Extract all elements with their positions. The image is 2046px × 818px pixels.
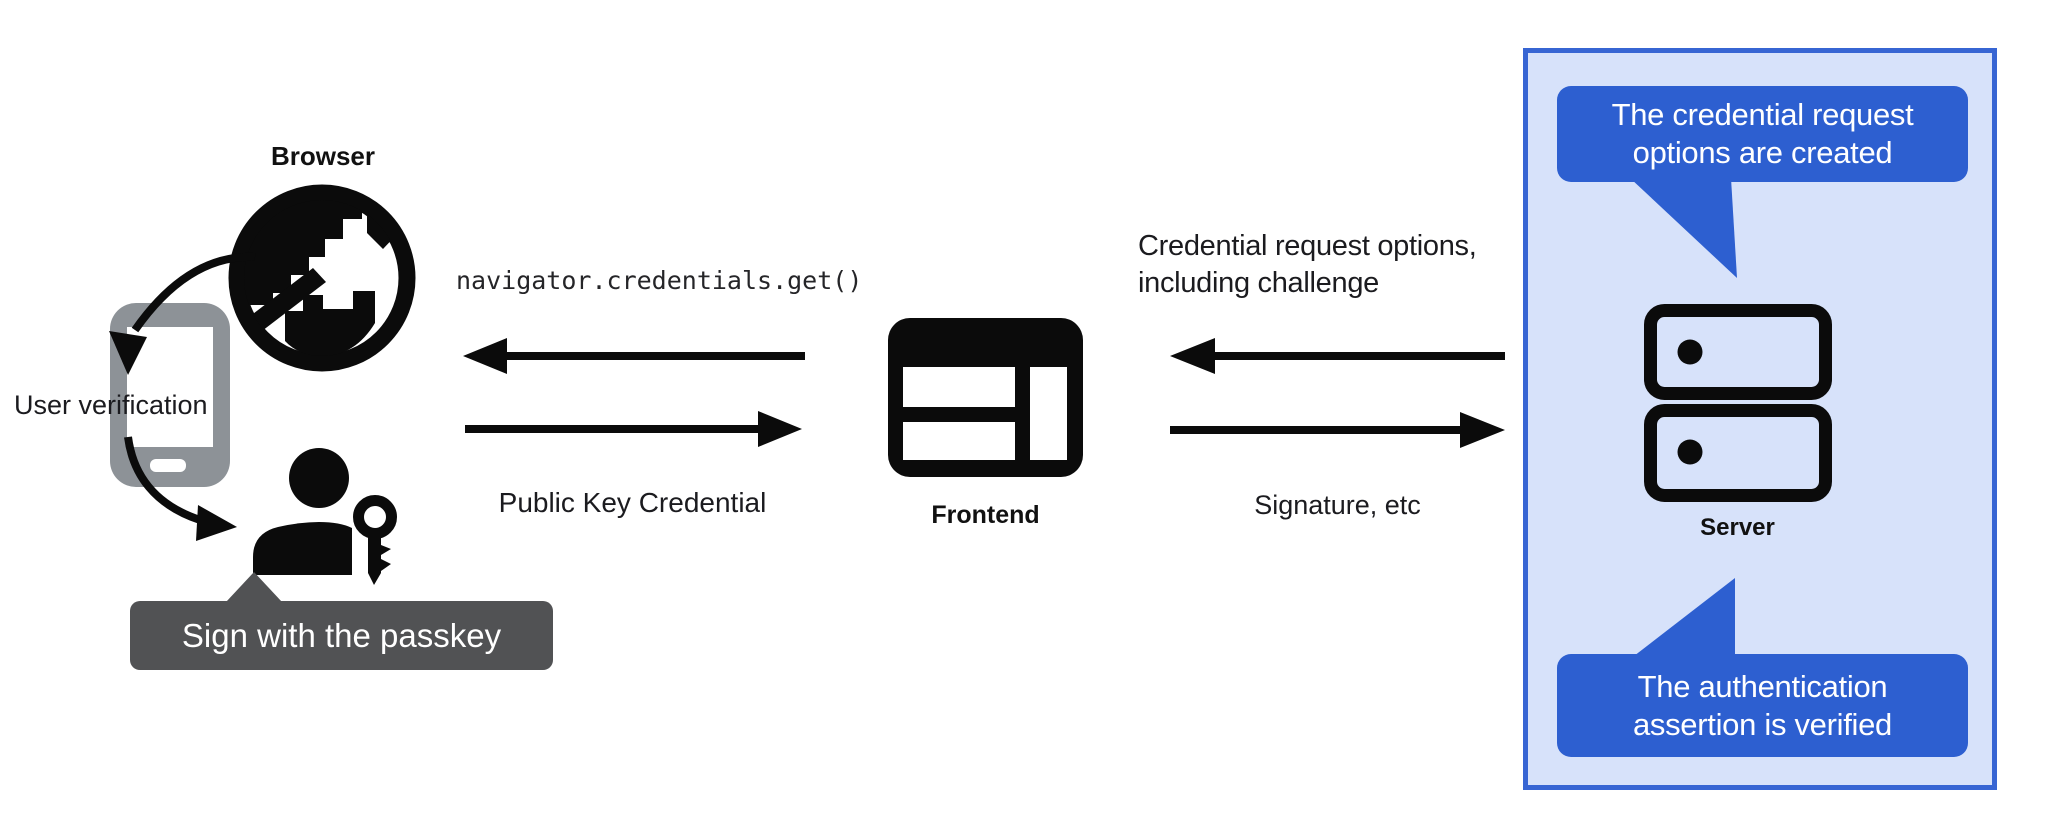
browser-label: Browser (270, 141, 376, 171)
arrow-browser-to-frontend (465, 411, 802, 447)
arrow-frontend-to-server (1170, 412, 1505, 448)
curved-arrow-globe-to-phone (109, 252, 256, 375)
arrow-frontend-to-browser (463, 338, 805, 374)
assertion-verified-bubble: The authentication assertion is verified (1557, 654, 1968, 757)
curved-arrow-phone-to-person (124, 436, 237, 541)
signature-etc-label: Signature, etc (1254, 490, 1421, 520)
credential-options-created-bubble-text: The credential request options are creat… (1611, 97, 1914, 170)
browser-window-icon (888, 318, 1083, 477)
speech-tail-bottom (1634, 578, 1735, 656)
server-label: Server (1700, 514, 1775, 541)
assertion-verified-bubble-text: The authentication assertion is verified (1632, 668, 1893, 742)
public-key-credential-label: Public Key Credential (498, 487, 767, 518)
navigator-credentials-code-label: navigator.credentials.get() (456, 266, 863, 295)
person-with-passkey-icon (253, 448, 397, 585)
credential-request-options-label: Credential request options, including ch… (1138, 230, 1477, 299)
arrow-server-to-frontend (1170, 338, 1505, 374)
sign-with-passkey-tooltip: Sign with the passkey (130, 572, 553, 670)
sign-with-passkey-tooltip-text: Sign with the passkey (181, 616, 502, 654)
server-stack-icon (1644, 304, 1832, 502)
user-verification-label: User verification (14, 390, 208, 420)
frontend-label: Frontend (931, 501, 1040, 529)
speech-tail-top (1630, 178, 1737, 278)
credential-options-created-bubble: The credential request options are creat… (1557, 86, 1968, 182)
globe-browser-icon (228, 184, 416, 372)
